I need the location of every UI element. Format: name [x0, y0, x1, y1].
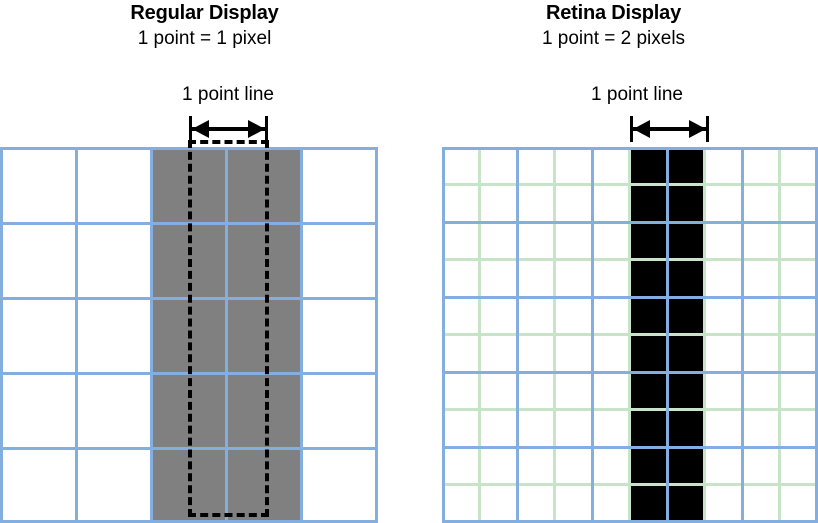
arrow-head-right-icon: [248, 120, 265, 138]
grid-line-v: [666, 147, 669, 523]
measure-tick-right-icon: [265, 116, 268, 142]
measure-tick-left-icon: [189, 116, 192, 142]
fine-grid-line-h: [442, 333, 818, 336]
fine-grid-line-h: [442, 408, 818, 411]
panel-retina-display: Retina Display 1 point = 2 pixels 1 poin…: [409, 0, 818, 523]
grid-line-v: [815, 147, 818, 523]
grid-line-v: [0, 147, 3, 523]
measure-arrow-retina: [630, 116, 709, 142]
measure-tick-right-icon: [706, 116, 709, 142]
grid-line-v: [375, 147, 378, 523]
grid-line-h: [442, 446, 818, 449]
grid-line-v: [75, 147, 78, 523]
panel-subtitle-retina: 1 point = 2 pixels: [541, 28, 686, 49]
grid-line-v: [225, 147, 228, 523]
grid-line-v: [516, 147, 519, 523]
fine-grid-line-h: [442, 483, 818, 486]
arrow-head-right-icon: [689, 120, 706, 138]
grid-line-v: [442, 147, 445, 523]
fine-grid-line-h: [442, 183, 818, 186]
point-line-dashed-outline: [188, 140, 269, 517]
panel-regular-display: Regular Display 1 point = 1 pixel 1 poin…: [0, 2, 378, 523]
measure-arrow-regular: [189, 116, 268, 142]
fine-grid-line-h: [442, 258, 818, 261]
grid-line-h: [442, 147, 818, 150]
pixel-grid-retina: [442, 147, 818, 523]
grid-line-h: [442, 221, 818, 224]
panel-title-regular: Regular Display: [130, 2, 279, 24]
grid-line-v: [150, 147, 153, 523]
arrow-head-left-icon: [192, 120, 209, 138]
arrow-head-left-icon: [633, 120, 650, 138]
panel-subtitle-regular: 1 point = 1 pixel: [137, 28, 272, 49]
measure-tick-left-icon: [630, 116, 633, 142]
grid-line-h: [0, 520, 378, 523]
measure-label-retina: 1 point line: [591, 84, 683, 105]
grid-line-v: [741, 147, 744, 523]
grid-line-h: [442, 296, 818, 299]
measure-label-regular: 1 point line: [182, 84, 274, 105]
panel-title-retina: Retina Display: [545, 2, 682, 24]
grid-line-h: [442, 371, 818, 374]
grid-line-v: [591, 147, 594, 523]
grid-line-h: [442, 520, 818, 523]
measure-shaft-icon: [192, 127, 265, 131]
grid-line-v: [300, 147, 303, 523]
measure-shaft-icon: [633, 127, 706, 131]
